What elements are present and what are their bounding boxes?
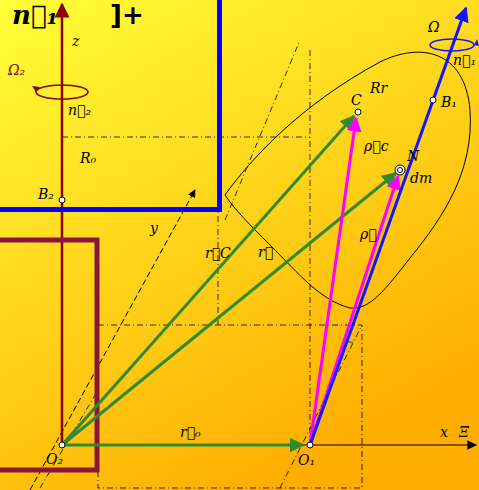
- symbol-label: z: [72, 33, 79, 50]
- rotation-axis: [310, 8, 466, 445]
- frame-box: [0, 240, 97, 470]
- symbol-label: dm: [410, 170, 432, 187]
- symbol-label: n⃗₂: [68, 102, 91, 119]
- formula-text: n⃗₁: [12, 0, 58, 30]
- points: [59, 97, 436, 448]
- symbol-label: r⃗: [258, 244, 273, 261]
- symbol-label: r⃗₀: [180, 424, 201, 441]
- symbol-label: R₀: [80, 150, 96, 167]
- symbol-label: Ω: [428, 19, 440, 36]
- relative-vectors: [310, 118, 398, 445]
- construction-lines: [40, 8, 362, 488]
- symbol-label: ρ⃗: [360, 226, 377, 243]
- symbol-label: Ω₂: [8, 62, 25, 79]
- symbol-label: x: [440, 424, 448, 441]
- symbol-label: n⃗₁: [453, 52, 476, 69]
- formula-text: ]+: [110, 0, 144, 30]
- x-axis: [62, 444, 476, 445]
- symbol-label: B₁: [441, 94, 457, 111]
- symbol-label: r⃗C: [205, 245, 231, 262]
- rotation-arrow: [36, 85, 88, 99]
- symbol-label: B₂: [38, 186, 54, 203]
- symbol-label: O₂: [46, 451, 63, 468]
- symbol-label: O₁: [298, 452, 315, 469]
- position-vectors: [62, 116, 396, 445]
- rotation-arrow: [430, 39, 474, 51]
- symbol-label: Rr: [370, 80, 387, 97]
- symbol-label: ρ⃗c: [364, 138, 388, 155]
- symbol-label: y: [150, 220, 158, 237]
- z-axis: [61, 4, 64, 445]
- rotation-arrowhead: [474, 39, 479, 46]
- rotation-arrowhead: [32, 86, 40, 92]
- symbol-label: C: [351, 92, 362, 109]
- frame-box: n⃗₁ ]+: [0, 0, 222, 212]
- symbol-label: N: [407, 148, 419, 165]
- symbol-label: Ξ: [459, 424, 469, 441]
